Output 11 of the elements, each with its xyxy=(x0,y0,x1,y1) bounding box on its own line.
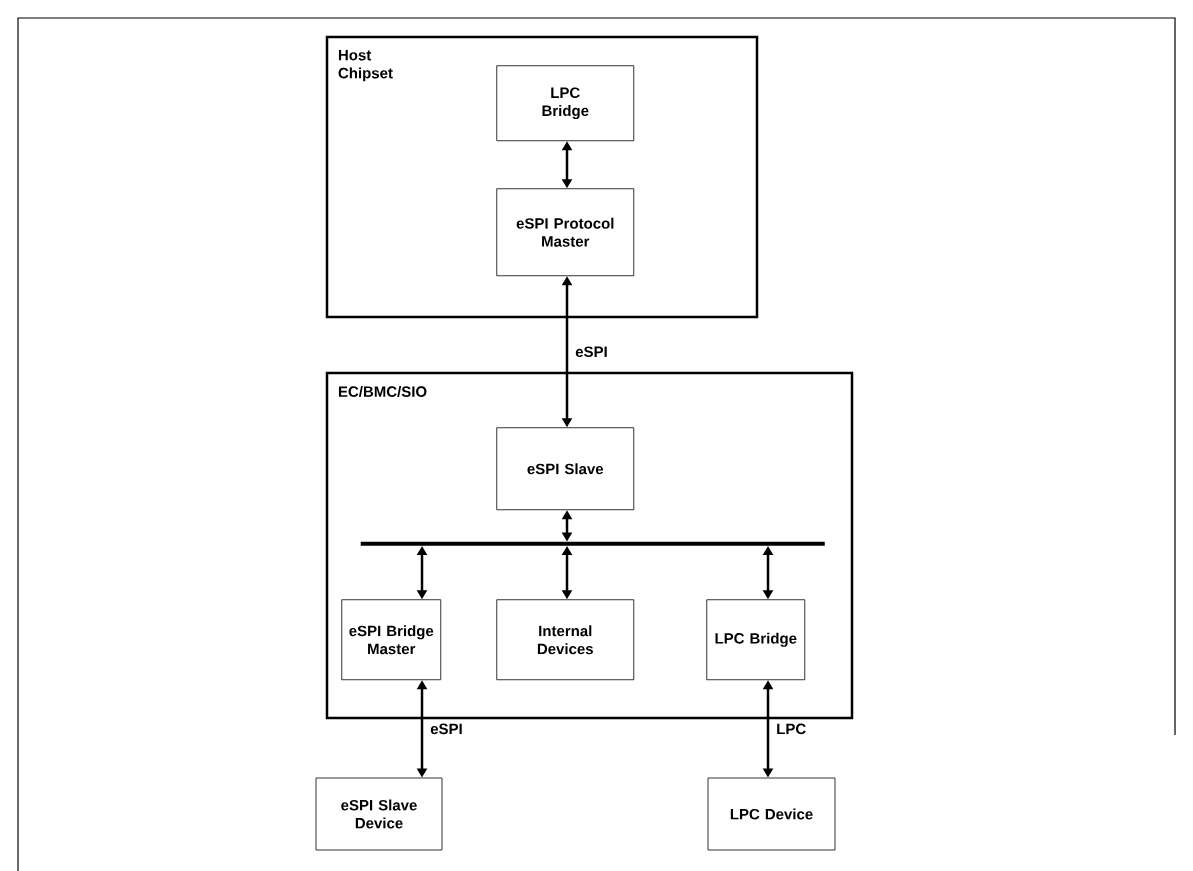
process-box: eSPI Protocol Master xyxy=(496,188,635,277)
process-box: eSPI Slave Device xyxy=(315,777,443,851)
process-box: LPC Device xyxy=(707,777,836,851)
process-box: eSPI Bridge Master xyxy=(341,599,442,681)
edge-label: eSPI xyxy=(428,721,465,737)
process-box: LPC Bridge xyxy=(706,599,806,681)
process-box: eSPI Slave xyxy=(496,427,635,511)
process-box: Internal Devices xyxy=(496,599,635,681)
process-box: LPC Bridge xyxy=(496,65,635,142)
edge-label: LPC xyxy=(774,721,809,737)
edge-label: eSPI xyxy=(573,344,610,360)
